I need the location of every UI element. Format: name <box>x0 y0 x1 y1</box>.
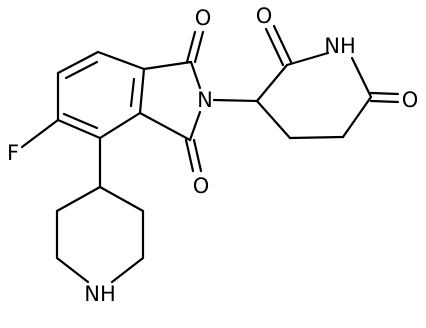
bond-single <box>98 185 145 213</box>
bond-single <box>20 118 60 149</box>
bonds <box>20 24 400 284</box>
fluorine-label: F <box>7 141 19 165</box>
bond-single <box>138 111 192 142</box>
bond-double <box>369 91 400 96</box>
bond-double <box>192 138 203 173</box>
bond-aromatic <box>56 50 100 75</box>
bond-single <box>255 63 289 103</box>
oxygen-label-glutarimide-top: O <box>256 4 273 28</box>
bond-single <box>188 110 202 142</box>
atom-labels: O O N F O NH O NH <box>7 4 418 306</box>
bond-aromatic <box>98 111 142 140</box>
bond-aromatic-inner <box>129 77 136 108</box>
bond-double <box>184 138 195 173</box>
bond-single <box>142 60 193 71</box>
bond-single <box>189 60 202 90</box>
bond-single <box>255 99 292 140</box>
bond-double <box>369 99 400 104</box>
oxygen-label-top: O <box>195 6 212 30</box>
bond-single <box>285 51 330 67</box>
bond-aromatic <box>96 50 146 71</box>
oxygen-label-glutarimide-right: O <box>402 88 419 112</box>
bond-single <box>341 95 373 139</box>
bond-aromatic-inner <box>64 60 99 80</box>
nitrogen-label-imide: N <box>197 88 213 112</box>
bond-aromatic-inner <box>62 112 99 130</box>
nh-label-piperidine: NH <box>84 282 116 306</box>
bond-single <box>55 256 90 284</box>
oxygen-label-bottom: O <box>193 174 210 198</box>
bond-single <box>110 256 145 284</box>
bond-single <box>55 185 102 213</box>
bond-single <box>288 135 345 140</box>
bond-aromatic <box>56 118 102 140</box>
bond-double <box>193 30 205 64</box>
bond-double <box>264 27 285 67</box>
bond-double <box>272 24 293 64</box>
nh-label-glutarimide: NH <box>324 34 356 58</box>
bond-aromatic <box>138 67 146 115</box>
bond-double <box>185 30 197 64</box>
bond-single <box>212 98 259 103</box>
bond-single <box>350 56 373 99</box>
